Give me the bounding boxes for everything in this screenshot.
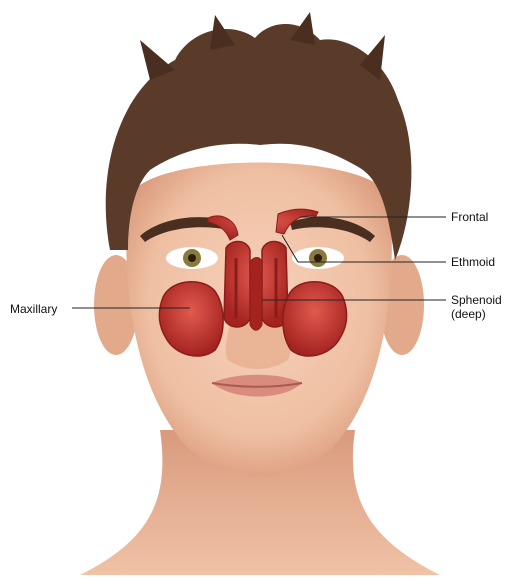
ethmoid-label: Ethmoid [451, 255, 495, 269]
sphenoid-sinus [250, 258, 262, 331]
frontal-label: Frontal [451, 210, 488, 224]
sphenoid-label-line1: Sphenoid [451, 293, 502, 307]
sphenoid-label: Sphenoid (deep) [451, 293, 502, 321]
maxillary-label: Maxillary [10, 302, 57, 316]
sphenoid-label-line2: (deep) [451, 307, 502, 321]
